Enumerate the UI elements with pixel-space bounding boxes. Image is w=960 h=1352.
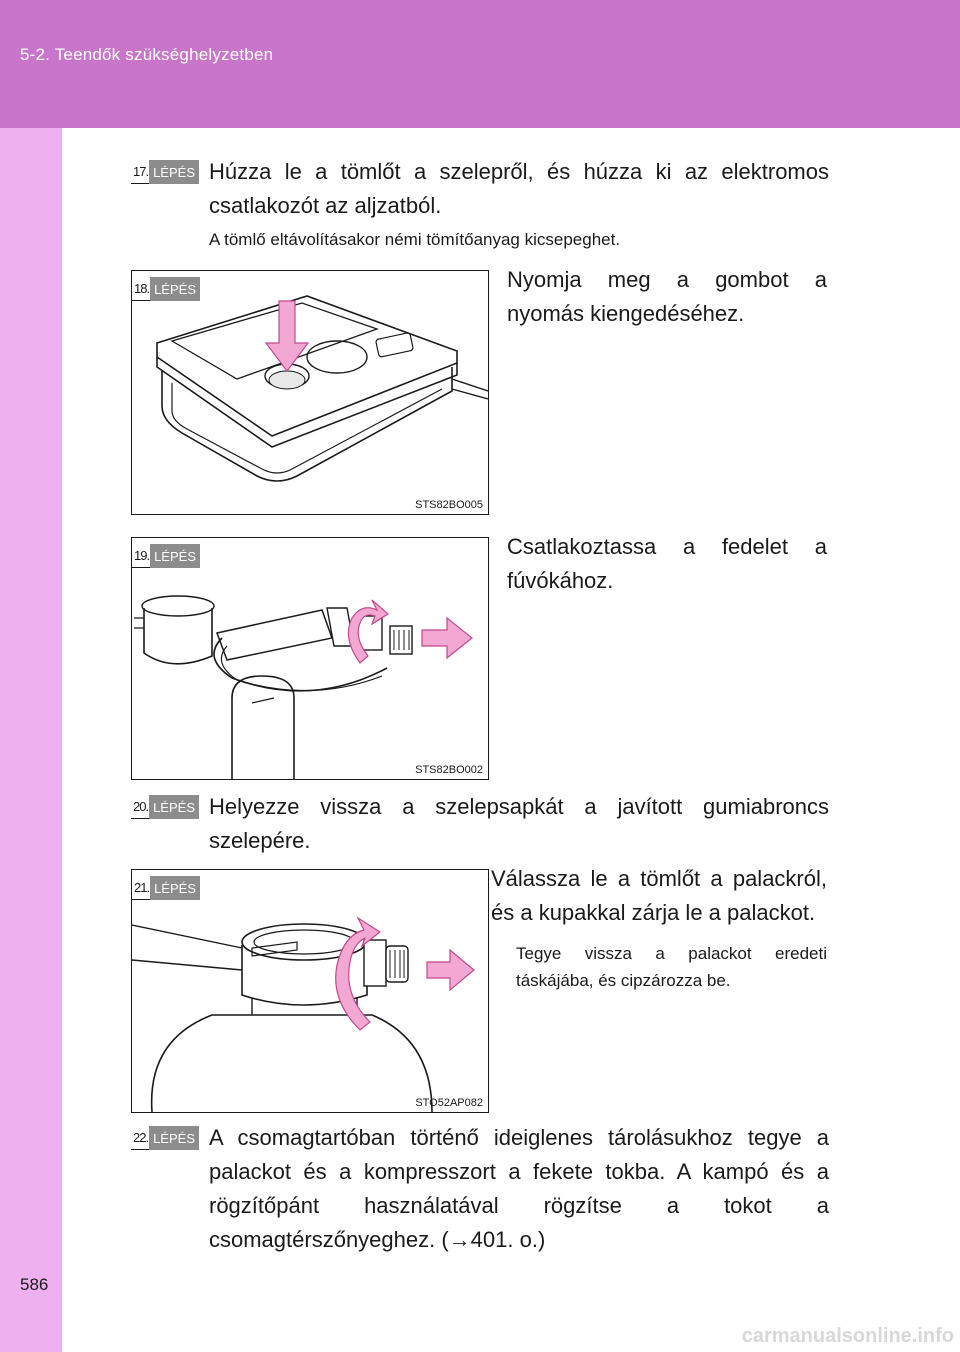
step-21-text: Válassza le a tömlőt a palackról, és a k… [491, 866, 827, 925]
right-arrow-icon [426, 948, 475, 992]
step-19-text: Csatlakoztassa a fedelet a fúvókához. [507, 534, 827, 593]
step-18-figure: 18. LÉPÉS STS82BO005 [131, 270, 489, 515]
step-17-text: Húzza le a tömlőt a szelepről, és húzza … [209, 159, 829, 218]
step-21-figure: 21. LÉPÉS STO52AP082 [131, 869, 489, 1113]
step-22-text: A csomagtartóban történő ideiglenes táro… [209, 1125, 829, 1252]
step-number: 20. [131, 795, 149, 819]
watermark: carmanualsonline.info [741, 1325, 954, 1347]
step-badge-20: 20. LÉPÉS [131, 795, 199, 819]
page-number: 586 [20, 1275, 49, 1294]
down-arrow-icon [264, 300, 310, 372]
step-label: LÉPÉS [150, 544, 200, 568]
step-badge-21: 21. LÉPÉS [132, 876, 200, 900]
step-badge-17: 17. LÉPÉS [131, 160, 199, 184]
side-band [0, 128, 62, 1352]
step-badge-19: 19. LÉPÉS [132, 544, 200, 568]
compressor-illustration [156, 295, 488, 482]
step-number: 18. [132, 277, 150, 301]
step-19-figure: 19. LÉPÉS STS82BO002 [131, 537, 489, 780]
bottle-cap-illustration [132, 916, 475, 1112]
figure-code: STS82BO002 [415, 764, 483, 776]
rotation-arrow-icon [335, 916, 382, 1031]
step-number: 21. [132, 876, 150, 900]
step-21-note: Tegye vissza a palackot eredeti táskájáb… [516, 944, 827, 990]
step-label: LÉPÉS [150, 277, 200, 301]
step-badge-18: 18. LÉPÉS [132, 277, 200, 301]
step-20-text: Helyezze vissza a szelepsapkát a javítot… [209, 794, 829, 853]
right-arrow-icon [421, 616, 473, 660]
step-badge-22: 22. LÉPÉS [131, 1126, 199, 1150]
figure-code: STO52AP082 [415, 1097, 483, 1109]
step-18-text: Nyomja meg a gombot a nyomás kiengedéséh… [507, 267, 827, 326]
section-title: 5-2. Teendők szükséghelyzetben [20, 45, 274, 64]
figure-code: STS82BO005 [415, 499, 483, 511]
step-label: LÉPÉS [149, 160, 199, 184]
step-label: LÉPÉS [150, 876, 200, 900]
bottle-nozzle-illustration [134, 595, 473, 779]
step-label: LÉPÉS [149, 1126, 199, 1150]
step-number: 17. [131, 160, 149, 184]
rotation-arrow-icon [347, 599, 390, 664]
step-number: 22. [131, 1126, 149, 1150]
header-band [0, 0, 960, 128]
step-number: 19. [132, 544, 150, 568]
step-17-note: A tömlő eltávolításakor némi tömítőanyag… [209, 230, 621, 249]
step-label: LÉPÉS [149, 795, 199, 819]
